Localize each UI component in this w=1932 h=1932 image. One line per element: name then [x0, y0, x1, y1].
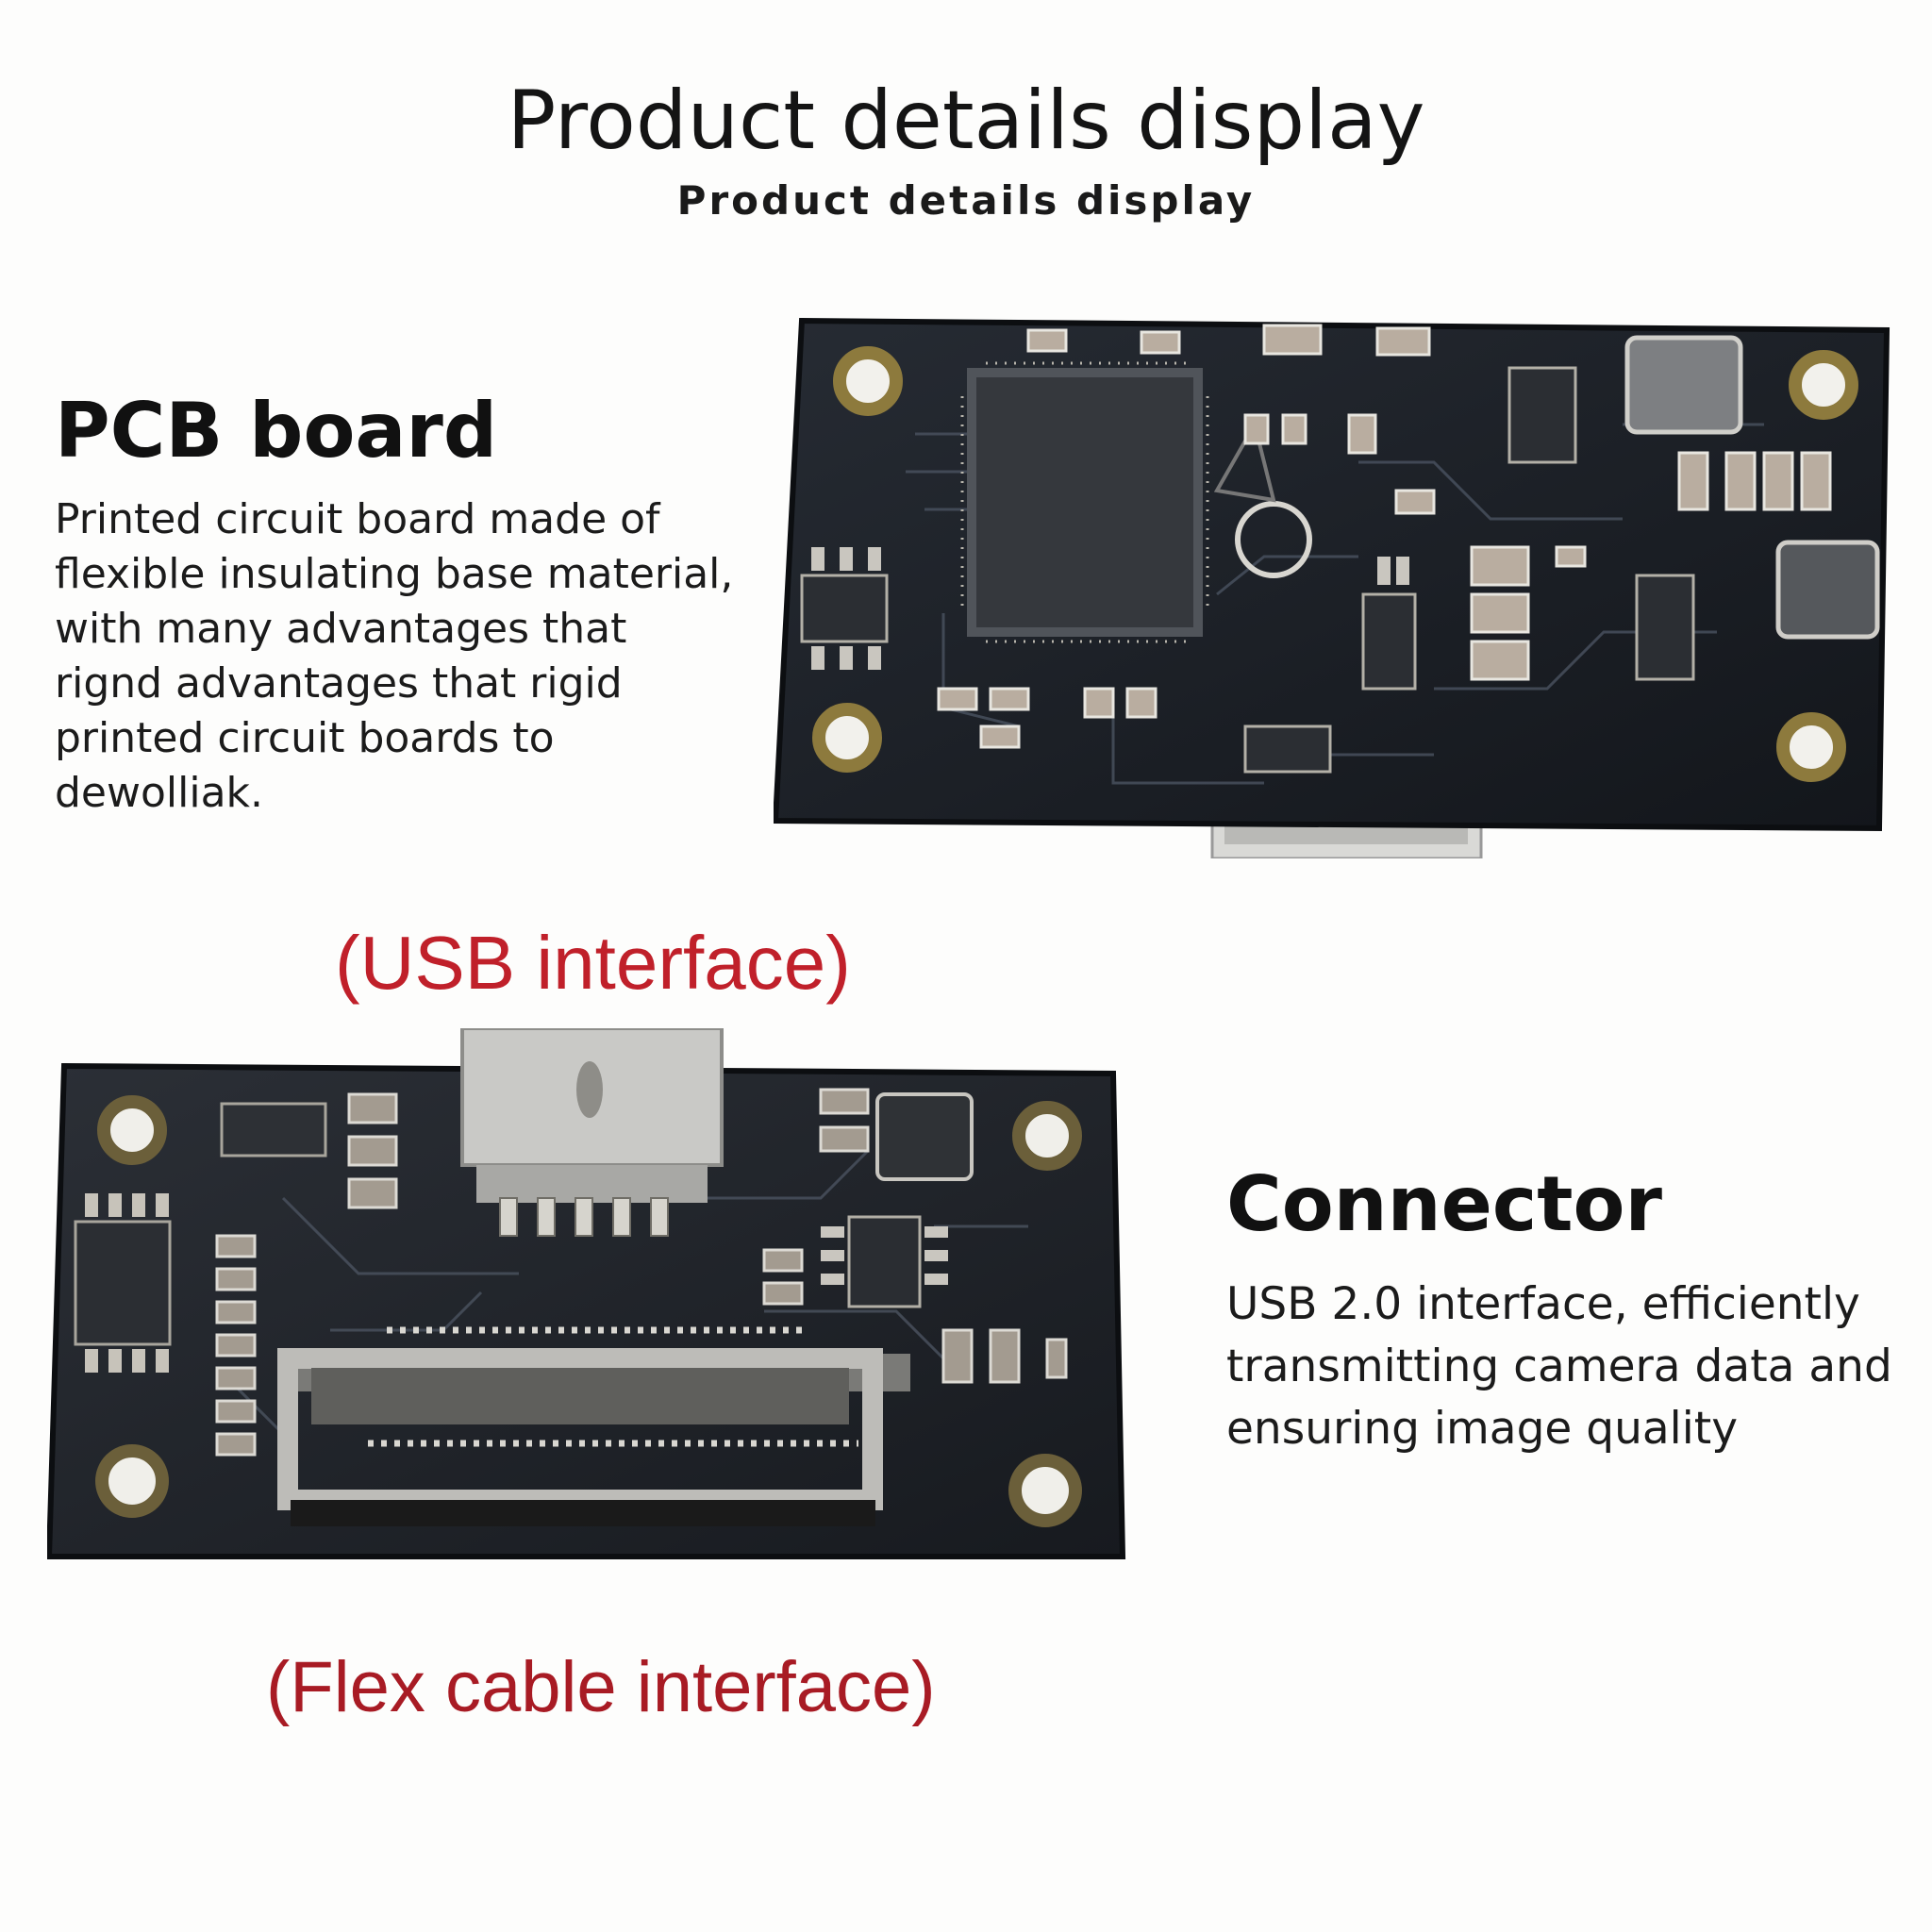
connector-description-line: transmitting camera data and [1226, 1341, 1892, 1392]
pcb-heading: PCB board [55, 387, 498, 475]
connector-description-line: ensuring image quality [1226, 1403, 1739, 1455]
pcb-description-line: Printed circuit board made of [55, 495, 660, 543]
pcb-description-line: printed circuit boards to [55, 714, 555, 762]
pcb-description-line: with many advantages that [55, 605, 627, 653]
page-subtitle: Product details display [676, 177, 1256, 224]
usb-board-image [774, 317, 1890, 858]
pcb-description: Printed circuit board made of flexible i… [55, 492, 772, 821]
microcontroller-chip [960, 361, 1209, 643]
usb-interface-label: (USB interface) [335, 921, 851, 1005]
pcb-description-line: rignd advantages that rigid [55, 659, 623, 708]
connector-heading: Connector [1226, 1160, 1662, 1248]
mounting-hole [812, 346, 1858, 782]
connector-description-line: USB 2.0 interface, efficiently [1226, 1278, 1860, 1330]
page-title: Product details display [507, 74, 1425, 168]
flex-cable-connector [277, 1326, 910, 1526]
usb-connector [460, 1028, 724, 1237]
flex-cable-interface-label: (Flex cable interface) [266, 1647, 936, 1727]
pcb-description-line: dewolliak. [55, 769, 264, 817]
connector-description: USB 2.0 interface, efficiently transmitt… [1226, 1274, 1906, 1460]
flex-board-image [47, 1028, 1126, 1559]
pcb-description-line: flexible insulating base material, [55, 550, 734, 598]
